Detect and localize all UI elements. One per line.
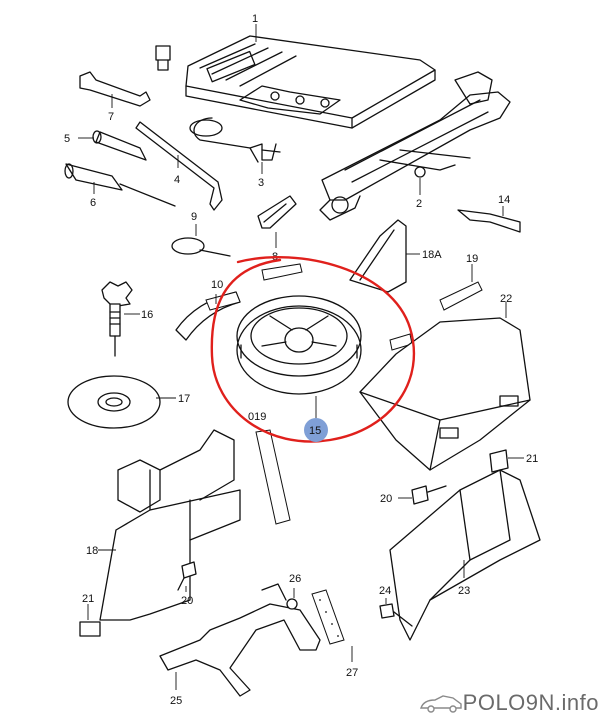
bracket-25-part <box>159 583 321 697</box>
label-20a: 20 <box>181 595 193 607</box>
car-icon <box>419 695 462 713</box>
label-23: 23 <box>458 585 470 597</box>
tool-tray-part <box>185 35 436 129</box>
clip-21-right-part <box>489 449 509 473</box>
label-22: 22 <box>500 293 512 305</box>
label-10: 10 <box>211 279 223 291</box>
label-019: 019 <box>248 411 266 423</box>
label-14: 14 <box>498 194 510 206</box>
label-16: 16 <box>141 309 153 321</box>
label-9: 9 <box>191 211 197 223</box>
part-15-badge[interactable] <box>304 418 328 442</box>
screwdriver-part <box>64 163 176 207</box>
label-5: 5 <box>64 133 70 145</box>
label-20b: 20 <box>380 493 392 505</box>
spanner-part <box>79 71 151 107</box>
label-18: 18 <box>86 545 98 557</box>
storage-box-part <box>359 317 531 471</box>
hook-part <box>171 237 231 257</box>
label-26: 26 <box>289 573 301 585</box>
bolt-20-right-part <box>411 485 447 505</box>
foam-strip-27-part <box>311 589 345 645</box>
bracket-23-part <box>389 469 541 641</box>
label-6: 6 <box>90 197 96 209</box>
screw-24-part <box>379 603 413 627</box>
bolt-20-left-part <box>177 561 197 591</box>
highlight-circle <box>210 255 416 443</box>
label-25: 25 <box>170 695 182 707</box>
label-17: 17 <box>178 393 190 405</box>
label-15: 15 <box>309 425 321 437</box>
label-7: 7 <box>108 111 114 123</box>
label-3: 3 <box>258 177 264 189</box>
clip-21-left-part <box>79 621 101 637</box>
watermark-logo: POLO9N.info <box>419 690 599 716</box>
bracket-part-14 <box>457 209 521 233</box>
lug-wrench-part <box>189 117 281 163</box>
label-1: 1 <box>252 13 258 25</box>
panel-18a-part <box>349 219 407 293</box>
label-18a: 18A <box>422 249 442 261</box>
housing-18-part <box>99 429 241 621</box>
label-24: 24 <box>379 585 391 597</box>
strap-019-part <box>255 429 291 525</box>
label-21b: 21 <box>526 453 538 465</box>
strap-left-part <box>175 263 303 341</box>
disc-part <box>67 375 161 429</box>
nut-26-part <box>286 598 298 610</box>
label-19: 19 <box>466 253 478 265</box>
jack-part <box>319 71 511 221</box>
rod-part <box>92 130 147 161</box>
wheel-insert-part <box>236 295 362 395</box>
label-27: 27 <box>346 667 358 679</box>
label-4: 4 <box>174 174 180 186</box>
bolt-part <box>155 45 171 71</box>
hold-down-bolt-part <box>101 281 133 357</box>
wire-clip-part <box>257 195 297 229</box>
label-2: 2 <box>416 198 422 210</box>
bent-rod-part <box>135 121 223 211</box>
label-21a: 21 <box>82 593 94 605</box>
watermark-text: POLO9N.info <box>462 690 599 715</box>
